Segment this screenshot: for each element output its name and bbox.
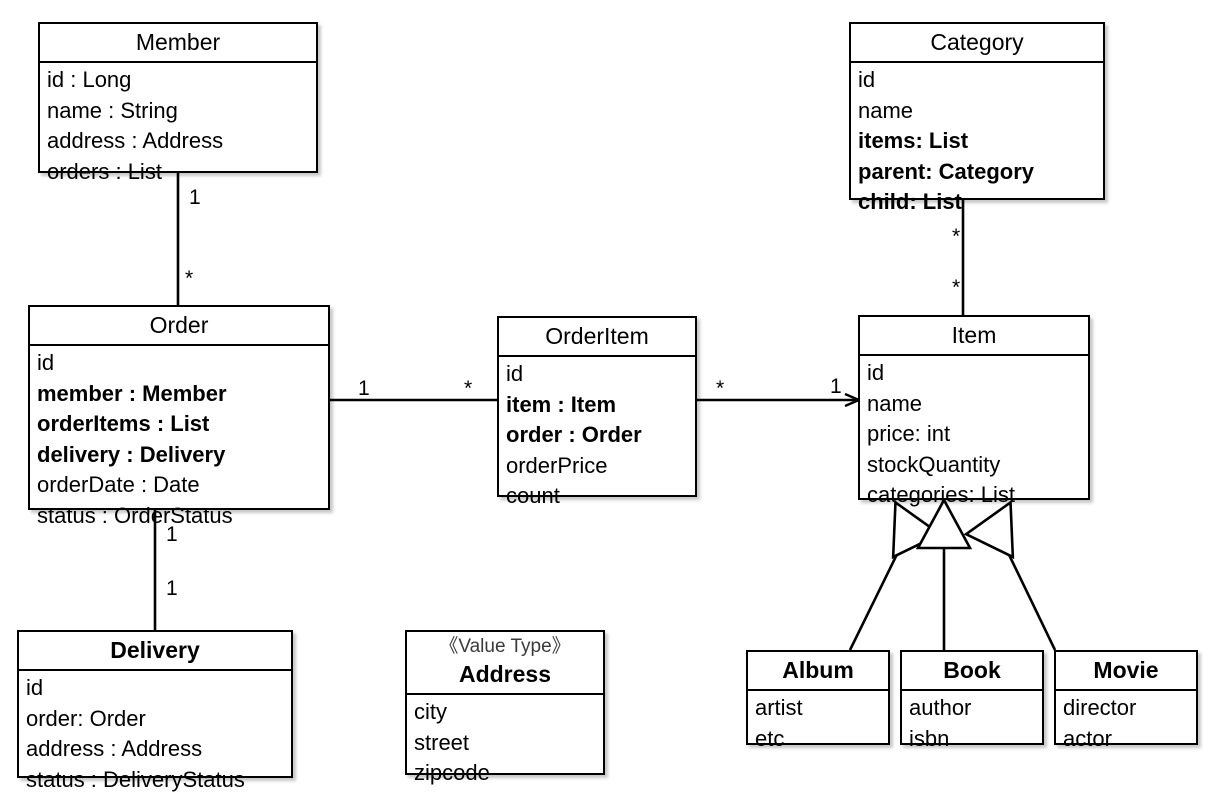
attribute-row: orderItems : List <box>37 411 210 436</box>
attribute-row: street <box>414 729 470 755</box>
class-attributes-album: artist etc <box>748 691 888 758</box>
attribute-row: status : DeliveryStatus <box>26 766 245 792</box>
attribute-row: count <box>506 483 560 508</box>
edge-movie-item <box>998 535 1057 651</box>
class-header-order: Order <box>30 307 328 346</box>
multiplicity-order-delivery-from: 1 <box>166 523 178 546</box>
attribute-row: etc <box>755 725 785 751</box>
multiplicity-member-order-from: 1 <box>189 186 201 209</box>
multiplicity-order-delivery-to: 1 <box>166 577 178 600</box>
class-header-category: Category <box>851 24 1103 63</box>
class-header-member: Member <box>40 24 316 63</box>
attribute-row: id : Long <box>47 67 132 92</box>
attribute-row: zipcode <box>414 760 490 785</box>
attribute-row: id <box>26 675 44 700</box>
attribute-row: stockQuantity <box>867 451 1001 477</box>
attribute-row: address : Address <box>26 736 203 761</box>
attribute-row: order : Order <box>506 422 642 447</box>
attribute-row: name <box>858 97 914 123</box>
class-header-delivery: Delivery <box>19 632 291 671</box>
class-box-item[interactable]: Item id name price: int stockQuantity ca… <box>858 315 1090 507</box>
class-attributes-movie: director actor <box>1056 691 1196 758</box>
attribute-row: delivery : Delivery <box>37 441 226 467</box>
attribute-row: order: Order <box>26 705 146 731</box>
class-box-address[interactable]: 《Value Type》 Address city street zipcode <box>405 630 605 785</box>
attribute-row: id <box>858 67 876 92</box>
multiplicity-order-orderitem-to: * <box>464 377 473 400</box>
attribute-row: name : String <box>47 97 178 123</box>
attribute-row: id <box>867 360 885 385</box>
class-header-book: Book <box>902 652 1042 691</box>
attribute-row: categories: List <box>867 482 1015 507</box>
multiplicity-order-orderitem-from: 1 <box>358 377 370 400</box>
edge-album-item <box>848 535 908 651</box>
multiplicity-member-order-to: * <box>185 267 194 290</box>
attribute-row: orderDate : Date <box>37 472 200 497</box>
attribute-row: price: int <box>867 421 951 446</box>
class-box-delivery[interactable]: Delivery id order: Order address : Addre… <box>17 630 293 792</box>
multiplicity-orderitem-item-from: * <box>716 377 725 400</box>
class-attributes-delivery: id order: Order address : Address status… <box>19 671 291 799</box>
class-box-category[interactable]: Category id name items: List parent: Cat… <box>849 22 1105 214</box>
class-header-movie: Movie <box>1056 652 1196 691</box>
attribute-row: items: List <box>858 128 969 153</box>
multiplicity-category-item-from: * <box>952 225 961 248</box>
class-header-item: Item <box>860 317 1088 356</box>
class-header-address: 《Value Type》 Address <box>407 632 603 695</box>
class-box-order[interactable]: Order id member : Member orderItems : Li… <box>28 305 330 528</box>
class-attributes-category: id name items: List parent: Category chi… <box>851 63 1103 222</box>
attribute-row: actor <box>1063 725 1112 751</box>
class-attributes-member: id : Long name : String address : Addres… <box>40 63 316 191</box>
attribute-row: orders : List <box>47 158 162 184</box>
attribute-row: item : Item <box>506 391 617 417</box>
stereotype-label: 《Value Type》 <box>439 636 571 657</box>
class-attributes-order: id member : Member orderItems : List del… <box>30 346 328 535</box>
class-attributes-address: city street zipcode <box>407 695 603 793</box>
attribute-row: parent: Category <box>858 158 1035 184</box>
attribute-row: artist <box>755 695 803 720</box>
class-attributes-orderitem: id item : Item order : Order orderPrice … <box>499 357 695 516</box>
attribute-row: director <box>1063 695 1137 720</box>
class-header-album: Album <box>748 652 888 691</box>
attribute-row: id <box>37 350 55 375</box>
attribute-row: member : Member <box>37 380 227 406</box>
class-box-book[interactable]: Book author isbn <box>900 650 1044 751</box>
class-box-album[interactable]: Album artist etc <box>746 650 890 751</box>
class-attributes-item: id name price: int stockQuantity categor… <box>860 356 1088 515</box>
attribute-row: city <box>414 699 447 724</box>
attribute-row: status : OrderStatus <box>37 502 233 528</box>
multiplicity-category-item-to: * <box>952 276 961 299</box>
attribute-row: author <box>909 695 972 720</box>
class-attributes-book: author isbn <box>902 691 1042 758</box>
class-box-orderitem[interactable]: OrderItem id item : Item order : Order o… <box>497 316 697 508</box>
attribute-row: isbn <box>909 725 950 751</box>
multiplicity-orderitem-item-to: 1 <box>830 375 842 398</box>
class-header-orderitem: OrderItem <box>499 318 695 357</box>
attribute-row: address : Address <box>47 128 224 153</box>
attribute-row: child: List <box>858 189 962 214</box>
class-box-member[interactable]: Member id : Long name : String address :… <box>38 22 318 184</box>
class-box-movie[interactable]: Movie director actor <box>1054 650 1198 751</box>
attribute-row: orderPrice <box>506 452 608 478</box>
attribute-row: id <box>506 361 524 386</box>
attribute-row: name <box>867 390 923 416</box>
